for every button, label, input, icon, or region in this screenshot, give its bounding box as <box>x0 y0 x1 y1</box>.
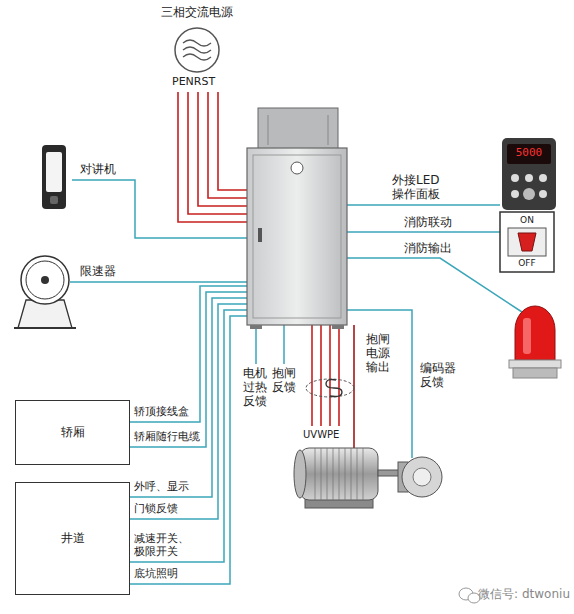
wire-label: 抱闸电源输出 <box>366 333 392 374</box>
terminal-names: PENRST <box>172 76 215 89</box>
power-wires <box>178 92 247 222</box>
traction-motor <box>294 448 400 508</box>
area-name: 井道 <box>61 530 85 547</box>
wire-label: 编码器反馈 <box>420 362 460 390</box>
wire-label: 轿顶接线盒 <box>134 406 189 419</box>
encoder-icon <box>398 457 442 497</box>
device-label: 外接LED操作面板 <box>392 174 448 202</box>
speed-limiter-icon <box>14 256 76 328</box>
device-label: 消防联动 <box>404 216 452 230</box>
display-digits: 5000 <box>509 147 549 160</box>
watermark-icon <box>459 588 480 603</box>
wire-label: 门锁反馈 <box>134 503 178 516</box>
terminal-names: UVWPE <box>303 429 339 441</box>
wire-label: 抱闸反馈 <box>272 367 298 395</box>
led-panel-icon <box>502 138 556 210</box>
brake-symbol <box>306 379 354 397</box>
wire-label: 轿厢随行电缆 <box>134 431 200 444</box>
device-label: 对讲机 <box>80 163 116 177</box>
fire-switch-icon <box>500 212 554 272</box>
power-symbol <box>175 28 219 72</box>
area-name: 轿厢 <box>61 424 85 441</box>
device-label: 限速器 <box>80 265 116 279</box>
switch-state: OFF <box>513 258 541 268</box>
alarm-beacon-icon <box>509 306 561 378</box>
area-box: 轿厢 <box>15 400 130 465</box>
switch-state: ON <box>517 215 537 225</box>
device-label: 消防输出 <box>404 242 452 256</box>
wire-label: 外呼、显示 <box>134 481 189 494</box>
wire-label: 电机过热反馈 <box>243 367 269 408</box>
intercom-icon <box>42 145 66 209</box>
watermark: 微信号: dtwoniu <box>478 588 570 602</box>
wire-label: 减速开关、极限开关 <box>134 533 194 558</box>
control-cabinet <box>247 108 347 329</box>
wire-label: 底坑照明 <box>134 568 178 581</box>
power-label: 三相交流电源 <box>155 6 239 20</box>
area-box: 井道 <box>15 482 130 595</box>
